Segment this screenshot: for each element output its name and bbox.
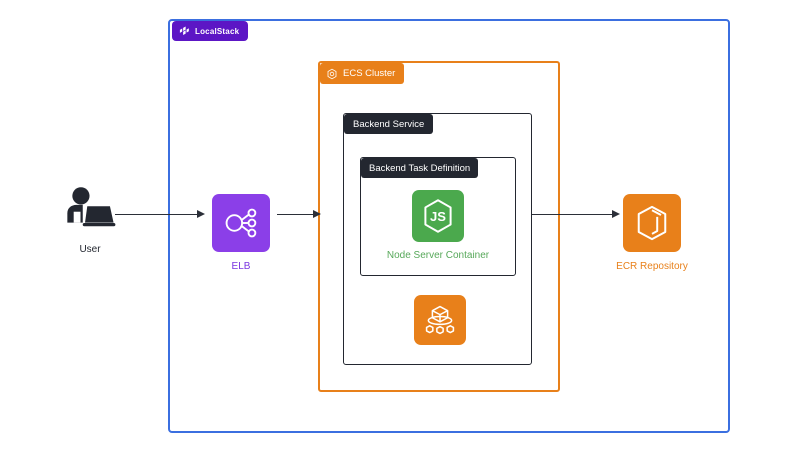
node-server-container-label: Node Server Container — [386, 250, 490, 261]
node-user: User — [44, 186, 136, 255]
node-ecs-task — [414, 295, 466, 345]
arrow-head — [313, 210, 321, 218]
backend-service-badge-label: Backend Service — [353, 118, 425, 130]
localstack-badge: LocalStack — [172, 21, 249, 41]
node-server-container: JS Node Server Container — [387, 190, 489, 261]
arrow-line — [532, 213, 614, 216]
arrow-backend-service-to-ecr — [532, 209, 620, 219]
backend-service-badge: Backend Service — [344, 114, 434, 134]
arrow-head — [197, 210, 205, 218]
arrow-line — [277, 213, 315, 216]
node-user-label: User — [79, 244, 101, 255]
svg-text:JS: JS — [430, 209, 446, 224]
backend-service-boundary — [343, 113, 532, 365]
localstack-boundary — [168, 19, 730, 433]
ecs-task-cubes-icon — [414, 295, 466, 345]
node-ecr-repository-label: ECR Repository — [616, 261, 688, 272]
ecs-cluster-icon — [326, 68, 338, 80]
localstack-badge-label: LocalStack — [195, 26, 240, 36]
arrow-user-to-elb — [115, 209, 205, 219]
node-elb-label: ELB — [231, 261, 251, 272]
localstack-logo-icon — [179, 25, 190, 37]
node-elb: ELB — [210, 194, 272, 272]
arrow-line — [115, 213, 199, 216]
ecr-cube-icon — [623, 194, 681, 252]
backend-task-definition-boundary — [360, 157, 516, 276]
elb-load-balancer-icon — [212, 194, 270, 252]
ecs-cluster-badge-label: ECS Cluster — [343, 68, 396, 79]
arrow-elb-to-ecs-cluster — [277, 209, 321, 219]
arrow-head — [612, 210, 620, 218]
backend-task-definition-badge-label: Backend Task Definition — [369, 162, 471, 174]
node-ecr-repository: ECR Repository — [616, 194, 688, 272]
ecs-cluster-badge: ECS Cluster — [320, 63, 405, 84]
ecs-cluster-boundary — [318, 61, 560, 392]
nodejs-js-hexagon-icon: JS — [412, 190, 464, 242]
backend-task-definition-badge: Backend Task Definition — [361, 158, 479, 178]
user-at-laptop-icon — [61, 186, 119, 232]
